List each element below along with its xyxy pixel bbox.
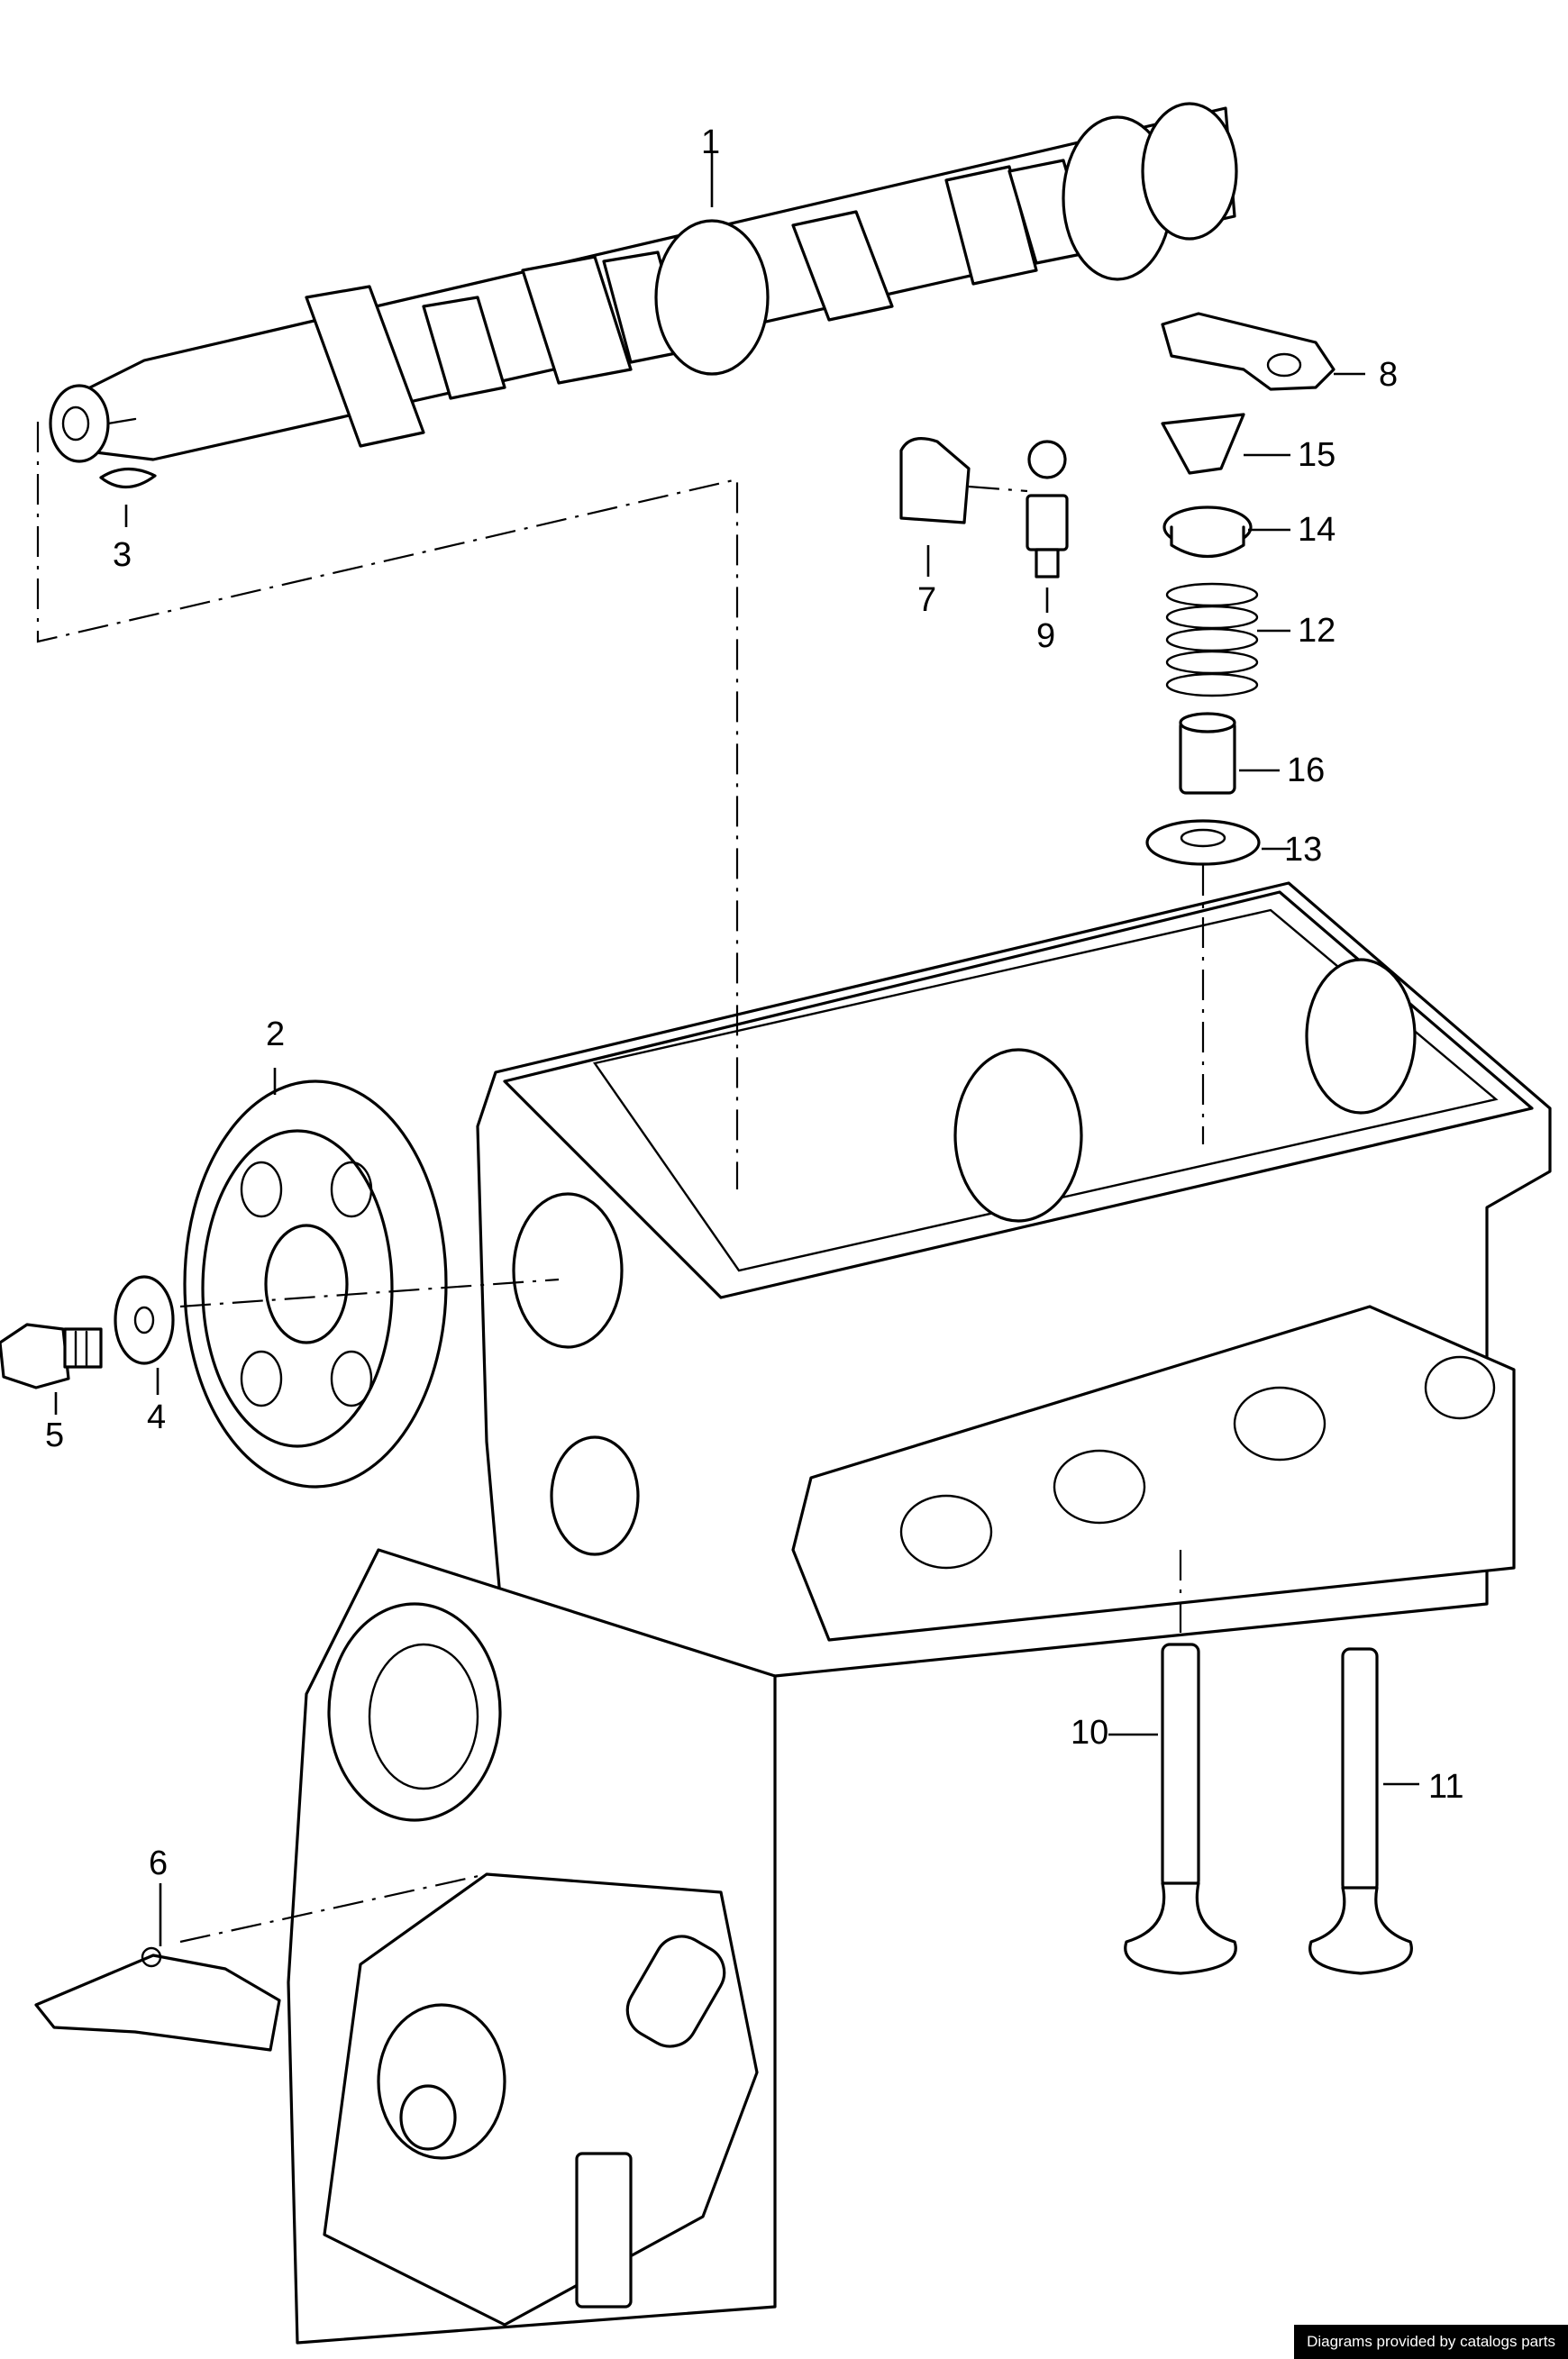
spring-seat [1145,819,1261,866]
callout-4: 4 [147,1398,166,1436]
callout-14: 14 [1298,511,1336,549]
cylinder-head [476,881,1552,1678]
camshaft [49,102,1238,463]
valve-cotter [1161,413,1245,475]
callout-11: 11 [1428,1768,1463,1806]
ball-stud [1026,440,1069,578]
callout-3: 3 [113,536,132,574]
hex-bolt [0,1323,103,1389]
callout-6: 6 [149,1844,168,1882]
credit-footer: Diagrams provided by catalogs parts [1294,2325,1568,2359]
callout-9: 9 [1036,617,1055,655]
rocker-arm [1161,312,1336,391]
callout-1: 1 [701,123,720,161]
callout-8: 8 [1379,356,1398,394]
callout-13: 13 [1284,831,1322,869]
callout-7: 7 [917,581,936,619]
retaining-clip [899,437,971,524]
mounting-bracket [34,1954,281,2052]
callout-5: 5 [45,1416,64,1454]
exhaust-valve [1308,1647,1413,1975]
pump-housing [323,1872,759,2327]
valve-stem-seal [1179,712,1236,795]
washer [114,1275,175,1365]
callout-15: 15 [1298,436,1336,474]
valve-spring [1165,582,1259,697]
callout-10: 10 [1071,1714,1108,1752]
camshaft-sprocket [183,1079,448,1489]
intake-valve [1124,1643,1237,1975]
woodruff-key [99,467,157,489]
assembly-lines [36,422,1205,1944]
callout-2: 2 [266,1016,285,1053]
callout-12: 12 [1298,612,1336,650]
callout-leaders [54,153,1419,1946]
callout-16: 16 [1287,751,1325,789]
spring-cap [1162,506,1253,559]
